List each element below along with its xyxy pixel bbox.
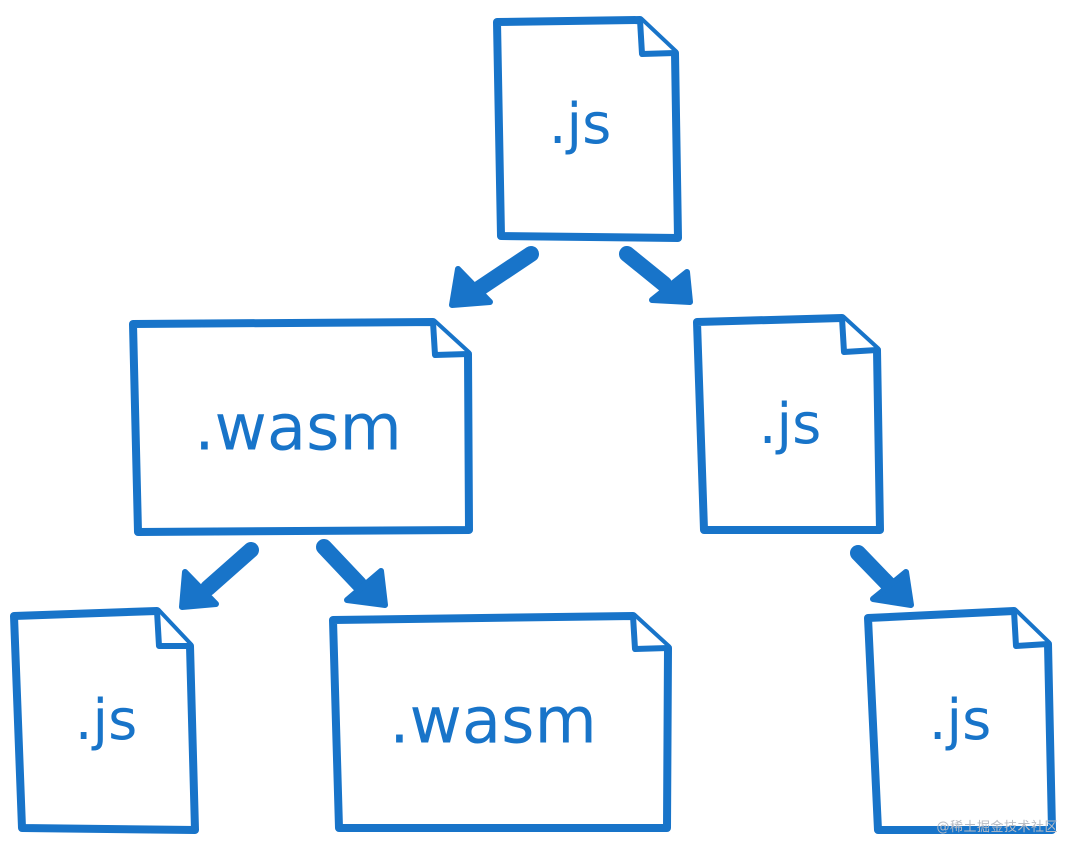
file-node-right-js: .js — [693, 314, 884, 534]
edge-left-wasm-to-bottom-left-js — [179, 542, 259, 610]
file-label: .js — [549, 92, 612, 157]
edge-root-to-left-wasm — [449, 246, 539, 308]
file-node-root-js: .js — [493, 16, 682, 242]
file-node-left-wasm: .wasm — [129, 318, 473, 536]
edge-right-js-to-bottom-right-js — [850, 545, 914, 608]
file-label: .js — [929, 688, 992, 753]
file-label: .wasm — [194, 392, 402, 466]
file-label: .js — [75, 688, 138, 753]
edge-left-wasm-to-bottom-middle-wasm — [316, 539, 388, 608]
file-label: .wasm — [389, 685, 597, 759]
file-node-bottom-middle-wasm: .wasm — [329, 612, 672, 832]
watermark-text: @稀土掘金技术社区 — [936, 820, 1058, 835]
file-node-bottom-right-js: .js — [864, 607, 1056, 834]
edge-root-to-right-js — [619, 246, 693, 305]
file-node-bottom-left-js: .js — [10, 607, 199, 834]
file-label: .js — [759, 392, 822, 457]
